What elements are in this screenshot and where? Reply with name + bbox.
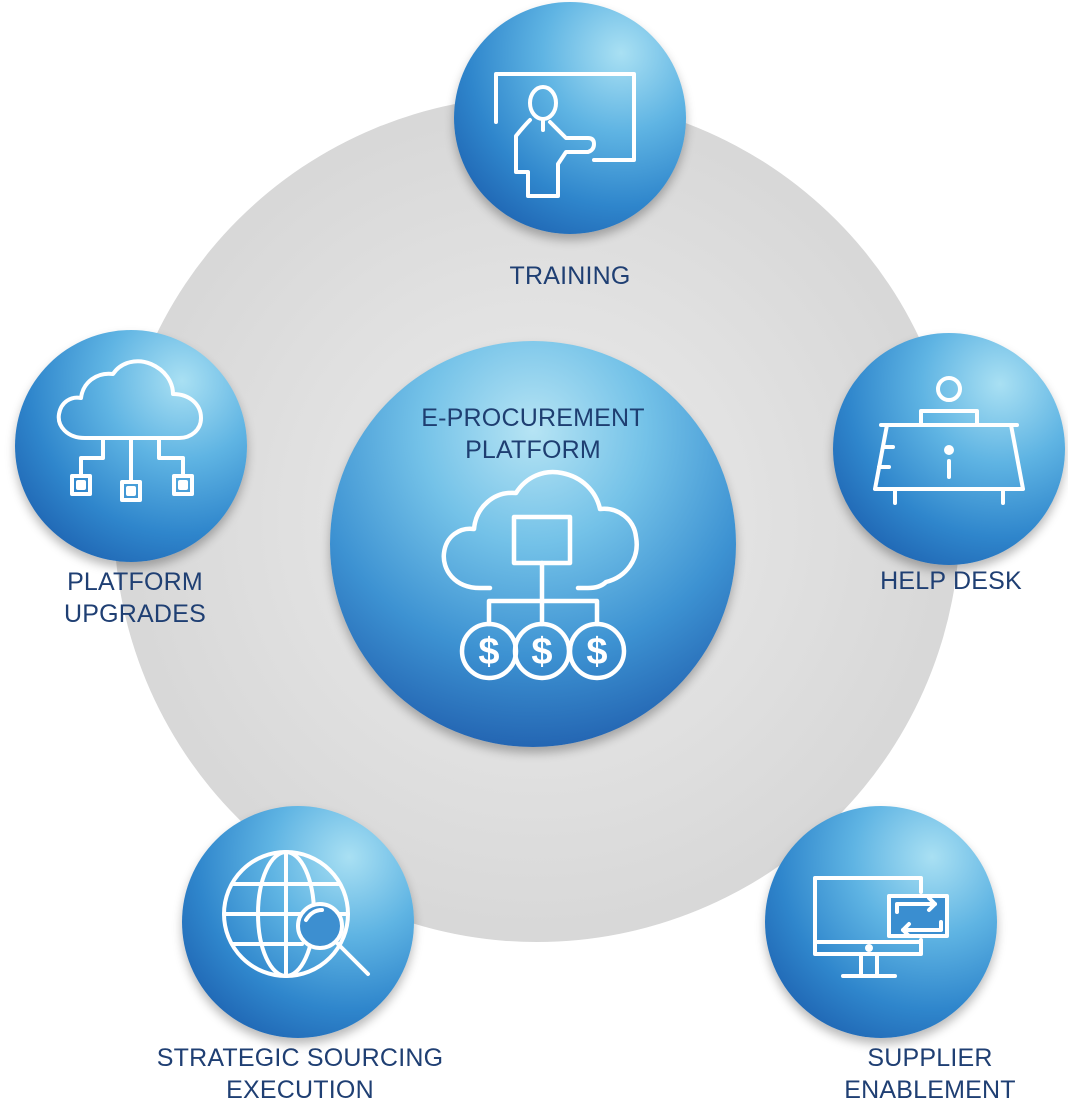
platform-upgrades-label-line-2: UPGRADES xyxy=(64,600,206,628)
training-node xyxy=(454,2,686,234)
center-label-line-2: PLATFORM xyxy=(465,436,601,464)
center-label-line-1: E-PROCUREMENT xyxy=(421,404,645,432)
center-node: $ $ $ xyxy=(330,341,736,747)
platform-upgrades-node xyxy=(15,330,247,562)
supplier-enablement-label-line-2: ENABLEMENT xyxy=(844,1076,1016,1104)
cloud-network-icon xyxy=(56,359,203,502)
supplier-enablement-label: SUPPLIER ENABLEMENT xyxy=(780,1042,1068,1106)
training-label-line-1: TRAINING xyxy=(509,262,631,290)
help-desk-node xyxy=(833,333,1065,565)
info-desk-person-icon xyxy=(873,376,1025,505)
svg-text:$: $ xyxy=(531,631,552,673)
supplier-enablement-label-line-1: SUPPLIER xyxy=(867,1044,993,1072)
svg-text:$: $ xyxy=(586,631,607,673)
help-desk-label: HELP DESK xyxy=(836,565,1066,597)
platform-upgrades-label: PLATFORM UPGRADES xyxy=(20,566,250,630)
strategic-sourcing-label-line-1: STRATEGIC SOURCING xyxy=(156,1044,444,1072)
cloud-with-dollar-coins-icon: $ $ $ xyxy=(441,469,639,681)
training-label: TRAINING xyxy=(430,260,710,292)
globe-magnifier-icon xyxy=(222,850,370,978)
strategic-sourcing-label-line-2: EXECUTION xyxy=(226,1076,374,1104)
supplier-enablement-node xyxy=(765,806,997,1038)
platform-upgrades-label-line-1: PLATFORM xyxy=(67,568,203,596)
svg-text:$: $ xyxy=(478,631,499,673)
center-node-label: E-PROCUREMENT PLATFORM xyxy=(380,402,686,466)
strategic-sourcing-label: STRATEGIC SOURCING EXECUTION xyxy=(100,1042,500,1106)
strategic-sourcing-node xyxy=(182,806,414,1038)
monitor-sync-icon xyxy=(813,876,949,978)
help-desk-label-line-1: HELP DESK xyxy=(880,567,1022,595)
presenter-at-board-icon xyxy=(494,72,636,198)
